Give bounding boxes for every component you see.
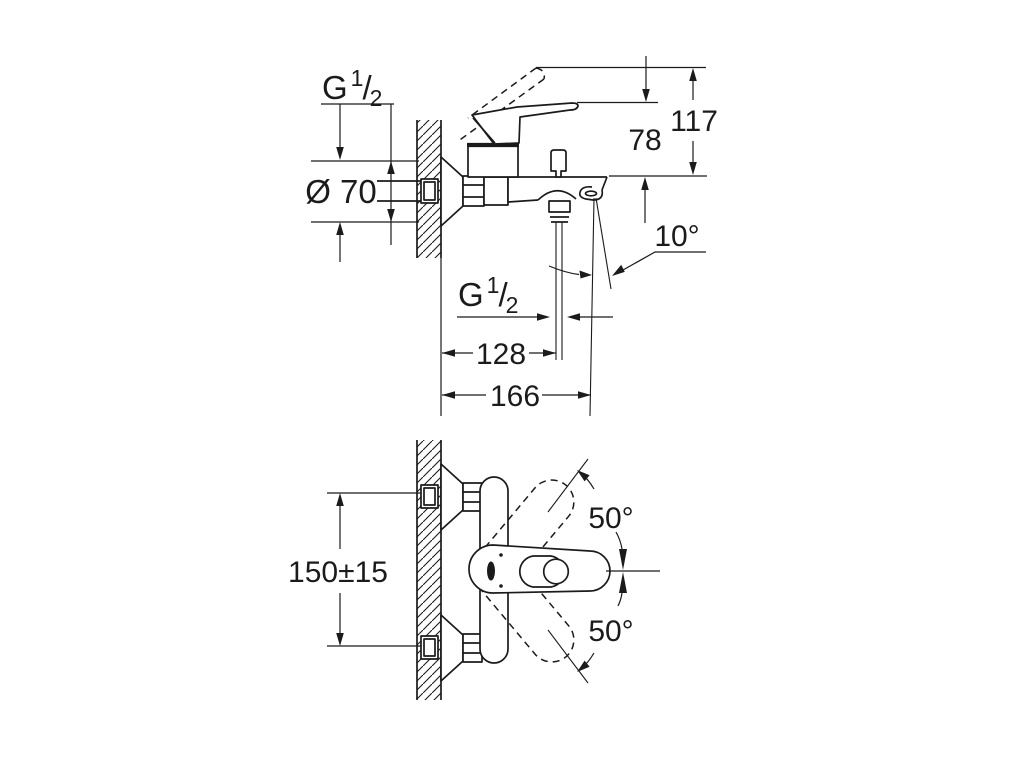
- dim-handle-height-open: 117: [670, 105, 718, 138]
- lower-connection: [420, 614, 483, 682]
- wall-section-side: [416, 120, 442, 416]
- dim-spout-reach: 166: [442, 380, 591, 413]
- dim-50-down-label: 50°: [588, 615, 633, 648]
- hex-nut: [462, 175, 485, 207]
- shower-hose-connection: [548, 200, 571, 360]
- handle-swivel-dashed: [476, 479, 575, 663]
- dim-escutcheon-diameter: Ø 70: [305, 104, 419, 245]
- dim-shower-outlet-reach: 128: [442, 338, 556, 371]
- escutcheon-cone: [440, 156, 464, 227]
- dim-128-label: 128: [476, 338, 526, 371]
- upper-connection: [420, 463, 483, 531]
- dim-connection-spacing: 150±15: [288, 492, 421, 647]
- dim-166-label: 166: [490, 380, 540, 413]
- dim-spout-angle: 10°: [654, 220, 699, 253]
- dim-heights: 78 117: [536, 56, 718, 223]
- dim-swivel-up: 50°: [547, 458, 634, 570]
- dim-handle-height-closed: 78: [628, 124, 661, 157]
- shower-outlet-dome: [537, 189, 577, 201]
- wall-section-front: [416, 440, 442, 700]
- dim-150-label: 150±15: [288, 556, 388, 589]
- handle-logo-mark: [487, 561, 495, 581]
- dim-50-up-label: 50°: [588, 502, 633, 535]
- diverter-knob: [550, 149, 567, 178]
- faucet-body-side: [467, 142, 608, 360]
- handle-end-cap: [542, 558, 570, 585]
- cartridge-housing: [467, 144, 519, 178]
- lever-handle-front: [468, 544, 660, 594]
- spout-angle-annotation: 10°: [548, 197, 706, 417]
- dim-diameter-label: Ø 70: [305, 173, 377, 210]
- spout-outlet: [578, 185, 604, 201]
- front-view: 150±15 50° 50°: [288, 440, 660, 700]
- lever-handle-closed: [471, 102, 579, 145]
- dim-swivel-down: 50°: [547, 572, 634, 684]
